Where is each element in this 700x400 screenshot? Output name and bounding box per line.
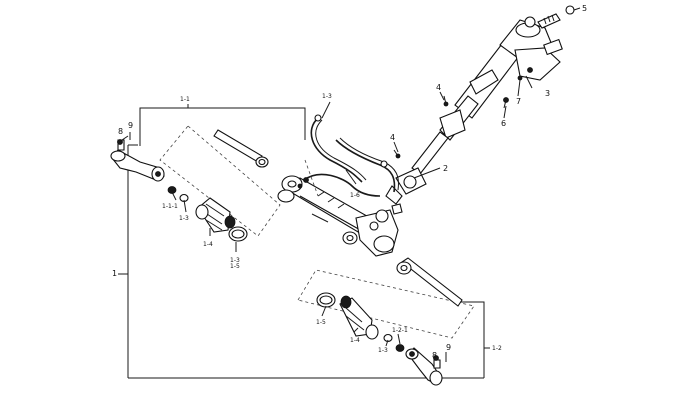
tie-rod-end-right bbox=[405, 347, 447, 386]
label-5: 5 bbox=[582, 4, 587, 13]
part-labels: 1 1-1 1-2 1-3 1-3 1-3 1-3 1-4 1-4 1-5 1-… bbox=[112, 4, 587, 360]
label-3: 3 bbox=[545, 89, 550, 98]
boot-kit-outline-left bbox=[159, 125, 281, 237]
label-9-left: 9 bbox=[128, 121, 133, 130]
label-1-3-top: 1-3 bbox=[322, 93, 332, 100]
tie-rod-end-left bbox=[110, 132, 165, 182]
label-7: 7 bbox=[516, 97, 521, 106]
boot-kit-right bbox=[316, 257, 463, 352]
label-1: 1 bbox=[112, 269, 117, 278]
steering-rack bbox=[277, 175, 403, 257]
label-1-3-right: 1-3 bbox=[378, 347, 388, 354]
label-6: 6 bbox=[501, 119, 506, 128]
label-1-6: 1-6 bbox=[350, 192, 360, 199]
label-1-2-1: 1-2-1 bbox=[392, 327, 408, 334]
label-1-4-right: 1-4 bbox=[350, 337, 360, 344]
boot-kit-left bbox=[167, 129, 269, 242]
label-9-right: 9 bbox=[446, 343, 451, 352]
label-1-3-left: 1-3 bbox=[179, 215, 189, 222]
bracket-lines bbox=[118, 104, 490, 379]
steering-column bbox=[385, 5, 575, 205]
label-2: 2 bbox=[443, 164, 448, 173]
label-8-right: 8 bbox=[432, 351, 437, 360]
label-4-mid: 4 bbox=[390, 133, 395, 142]
label-1-1-1: 1-1-1 bbox=[162, 203, 178, 210]
label-1-5-left: 1-5 bbox=[230, 263, 240, 270]
spline-teeth bbox=[543, 14, 555, 25]
boot-kit-outline-right bbox=[297, 269, 475, 339]
leader-lines bbox=[121, 7, 581, 347]
label-1-5-right: 1-5 bbox=[316, 319, 326, 326]
label-8-left: 8 bbox=[118, 127, 123, 136]
hydraulic-pipes bbox=[303, 114, 399, 197]
label-1-4-left: 1-4 bbox=[203, 241, 213, 248]
label-1-3-left-ring: 1-3 bbox=[230, 257, 240, 264]
label-1-2: 1-2 bbox=[492, 345, 502, 352]
label-1-1: 1-1 bbox=[180, 96, 190, 103]
label-4-top: 4 bbox=[436, 83, 441, 92]
